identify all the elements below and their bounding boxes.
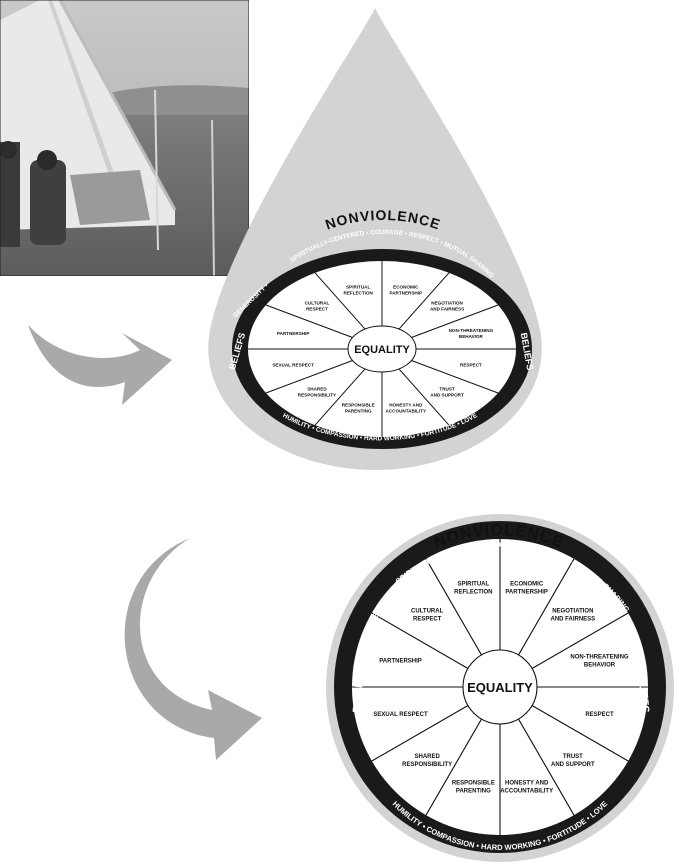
wheel-segment-label: PARTNERSHIP (379, 658, 422, 664)
center-hub (347, 325, 417, 373)
arrow-1 (28, 325, 172, 405)
wheel-spoke (314, 368, 366, 426)
wheel-spoke (314, 272, 366, 330)
beliefs-left: BELIEFS (351, 666, 367, 713)
wheel-spoke (265, 360, 353, 394)
wheel-spoke (411, 360, 499, 394)
tipi-photo (0, 0, 250, 277)
wheel-spoke (425, 558, 482, 656)
center-label: EQUALITY (467, 680, 533, 695)
arrow-2 (124, 538, 263, 760)
wheel-spoke (411, 304, 499, 338)
wheel-segment-label: SEXUAL RESPECT (373, 712, 428, 718)
wheel-spoke (371, 612, 469, 669)
wheel-spoke (398, 272, 450, 330)
wheel-spoke (531, 705, 629, 762)
wheel-segment-label: RESPECT (460, 362, 482, 367)
wheel-spoke (398, 368, 450, 426)
wheel-spoke (371, 705, 469, 762)
wheel-spoke (425, 718, 482, 816)
wheel-spoke (518, 558, 575, 656)
wheel-segment-label: SEXUAL RESPECT (272, 362, 314, 367)
center-hub (462, 649, 538, 725)
wheel-spoke (518, 718, 575, 816)
beliefs-right: BELIEFS (635, 666, 651, 713)
wheel-spoke (265, 304, 353, 338)
wheel-segment-label: PARTNERSHIP (277, 331, 310, 336)
wheel-segment-label: RESPECT (585, 712, 614, 718)
wheel-spoke (531, 612, 629, 669)
center-label: EQUALITY (354, 344, 410, 356)
